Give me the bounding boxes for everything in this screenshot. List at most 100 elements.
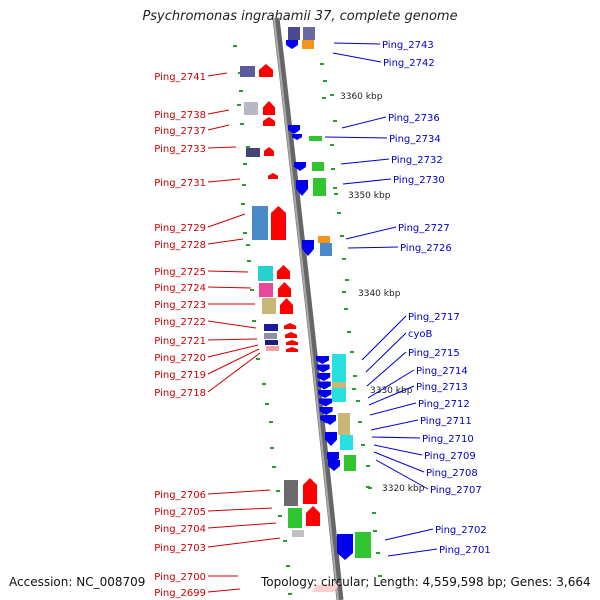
leader-line (375, 459, 429, 490)
gene-label-reverse: Ping_2732 (391, 155, 443, 166)
gene-block (312, 162, 324, 171)
leader-line (366, 351, 407, 387)
tick-mark (239, 90, 243, 92)
gene-block (288, 508, 302, 528)
gene-label-forward: Ping_2728 (154, 240, 206, 251)
leader-line (207, 522, 277, 529)
gene-block (344, 455, 356, 471)
leader-line (324, 136, 388, 139)
tick-mark (278, 515, 282, 517)
leader-line (370, 419, 419, 431)
gene-features (240, 27, 371, 592)
gene-block (312, 583, 340, 592)
gene-label-forward: Ping_2741 (154, 72, 206, 83)
tick-mark (272, 466, 276, 468)
tick-mark (256, 358, 260, 360)
reverse-gene-arrow (325, 432, 337, 446)
gene-block (266, 346, 279, 351)
forward-gene-arrow (268, 173, 278, 179)
gene-label-reverse: Ping_2734 (389, 134, 441, 145)
reverse-gene-labels: Ping_2743Ping_2742Ping_2736Ping_2734Ping… (324, 40, 491, 557)
tick-mark (240, 123, 244, 125)
gene-label-reverse: Ping_2714 (416, 366, 468, 377)
leader-line (332, 52, 382, 63)
gene-label-reverse: Ping_2726 (400, 243, 452, 254)
gene-block (320, 243, 332, 256)
leader-line (340, 158, 390, 165)
gene-label-reverse: cyoB (408, 329, 433, 340)
reverse-gene-arrow (324, 415, 336, 425)
gene-label-reverse: Ping_2702 (435, 525, 487, 536)
tick-mark (342, 258, 346, 260)
gene-block (264, 324, 278, 331)
tick-mark (246, 244, 250, 246)
scale-tick (352, 388, 356, 390)
gene-label-forward: Ping_2704 (154, 524, 206, 535)
gene-label-reverse: Ping_2727 (398, 223, 450, 234)
reverse-gene-arrow (317, 373, 331, 381)
gene-block (355, 532, 371, 558)
gene-block (265, 340, 278, 345)
tick-mark (252, 320, 256, 322)
gene-label-reverse: Ping_2742 (383, 58, 435, 69)
leader-line (207, 537, 281, 548)
leader-line (367, 369, 415, 399)
gene-block (318, 236, 330, 243)
tick-mark (376, 552, 380, 554)
leader-line (373, 451, 425, 473)
gene-label-reverse: Ping_2710 (422, 434, 474, 445)
scale-label: 3320 kbp (382, 484, 425, 494)
forward-gene-arrow (285, 332, 297, 338)
leader-line (207, 344, 259, 358)
gene-label-reverse: Ping_2713 (416, 382, 468, 393)
scale-tick (366, 486, 370, 488)
accession-label: Accession: NC_008709 (9, 575, 146, 589)
gene-label-reverse: Ping_2730 (393, 175, 445, 186)
tick-mark (262, 383, 266, 385)
leader-line (345, 226, 397, 240)
leader-line (207, 320, 257, 329)
tick-mark (356, 400, 360, 402)
gene-label-reverse: Ping_2701 (439, 545, 491, 556)
tick-mark (330, 144, 334, 146)
gene-label-forward: Ping_2722 (154, 317, 206, 328)
reverse-gene-arrow (316, 364, 330, 373)
gene-block (313, 178, 326, 196)
tick-mark (372, 512, 376, 514)
leader-line (361, 315, 407, 361)
leader-line (369, 402, 417, 416)
reverse-gene-arrow (288, 125, 300, 134)
tick-mark (276, 490, 280, 492)
reverse-gene-arrow (302, 240, 314, 256)
gene-label-reverse: Ping_2736 (388, 113, 440, 124)
tick-mark (242, 184, 246, 186)
tick-mark (233, 45, 237, 47)
forward-gene-arrow (286, 340, 298, 345)
gene-label-forward: Ping_2718 (154, 388, 206, 399)
tick-mark (243, 163, 247, 165)
leader-line (347, 246, 399, 249)
reverse-gene-arrow (328, 460, 340, 471)
gene-block (252, 206, 268, 240)
leader-line (342, 178, 392, 185)
gene-label-forward: Ping_2723 (154, 300, 206, 311)
tick-mark (344, 308, 348, 310)
tick-mark (265, 403, 269, 405)
gene-label-forward: Ping_2699 (154, 588, 206, 599)
leader-line (207, 146, 237, 149)
leader-line (384, 528, 434, 541)
leader-line (341, 116, 387, 129)
gene-block (292, 530, 304, 537)
tick-mark (246, 146, 250, 148)
gene-block (258, 266, 273, 281)
reverse-gene-arrow (292, 134, 302, 140)
leader-line (207, 72, 228, 77)
forward-gene-arrow (263, 101, 275, 115)
tick-mark (333, 120, 337, 122)
reverse-gene-arrow (319, 407, 333, 415)
forward-gene-labels: Ping_2741Ping_2738Ping_2737Ping_2733Ping… (154, 72, 281, 599)
reverse-gene-arrow (296, 180, 308, 196)
gene-label-forward: Ping_2706 (154, 490, 206, 501)
leader-line (207, 507, 273, 512)
